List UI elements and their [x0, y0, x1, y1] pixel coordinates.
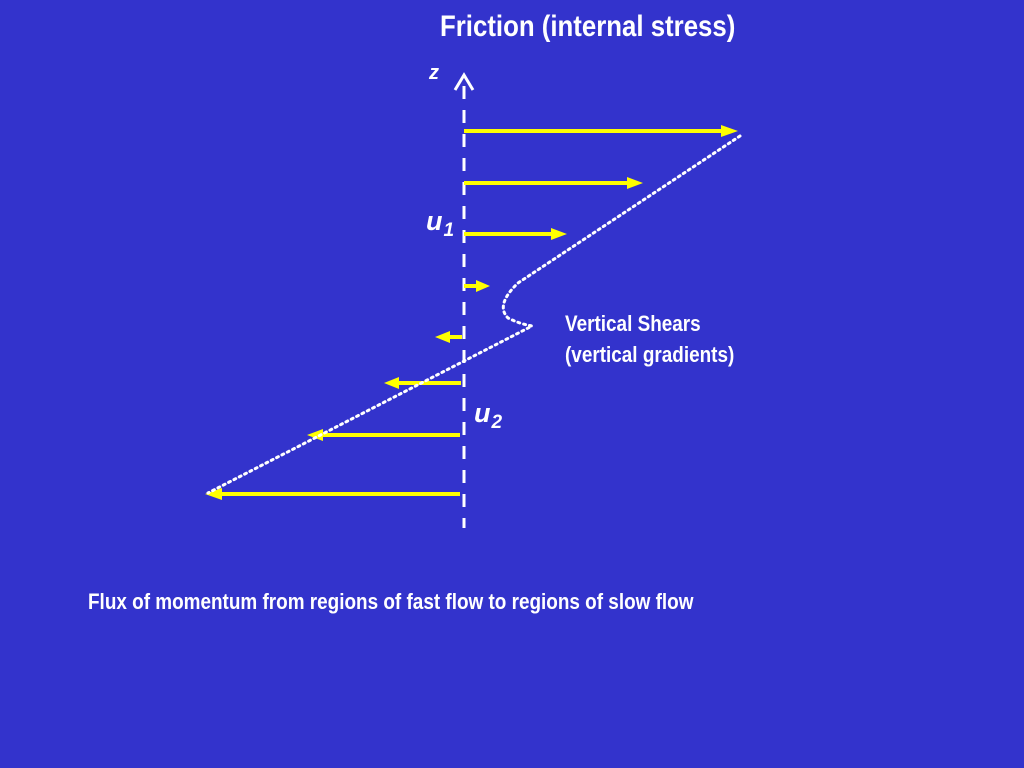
- caption: Flux of momentum from regions of fast fl…: [88, 589, 694, 614]
- velocity-arrow: [384, 377, 461, 389]
- vertical-shears-line2: (vertical gradients): [565, 342, 735, 367]
- velocity-arrow: [205, 488, 460, 500]
- velocity-profile-curve: [206, 134, 742, 495]
- velocity-arrow: [464, 280, 490, 292]
- u1-label: u1: [426, 206, 455, 241]
- slide-title: Friction (internal stress): [440, 10, 736, 43]
- velocity-arrow: [464, 228, 567, 240]
- vertical-shears-line1: Vertical Shears: [565, 311, 701, 336]
- velocity-arrow: [464, 125, 738, 137]
- z-axis-arrowhead: [453, 72, 475, 91]
- vertical-shears-label: Vertical Shears (vertical gradients): [565, 308, 734, 370]
- u2-label: u2: [474, 398, 503, 433]
- velocity-arrow: [307, 429, 460, 441]
- z-axis-label: z: [429, 62, 439, 84]
- velocity-arrow: [435, 331, 462, 343]
- velocity-arrow: [464, 177, 643, 189]
